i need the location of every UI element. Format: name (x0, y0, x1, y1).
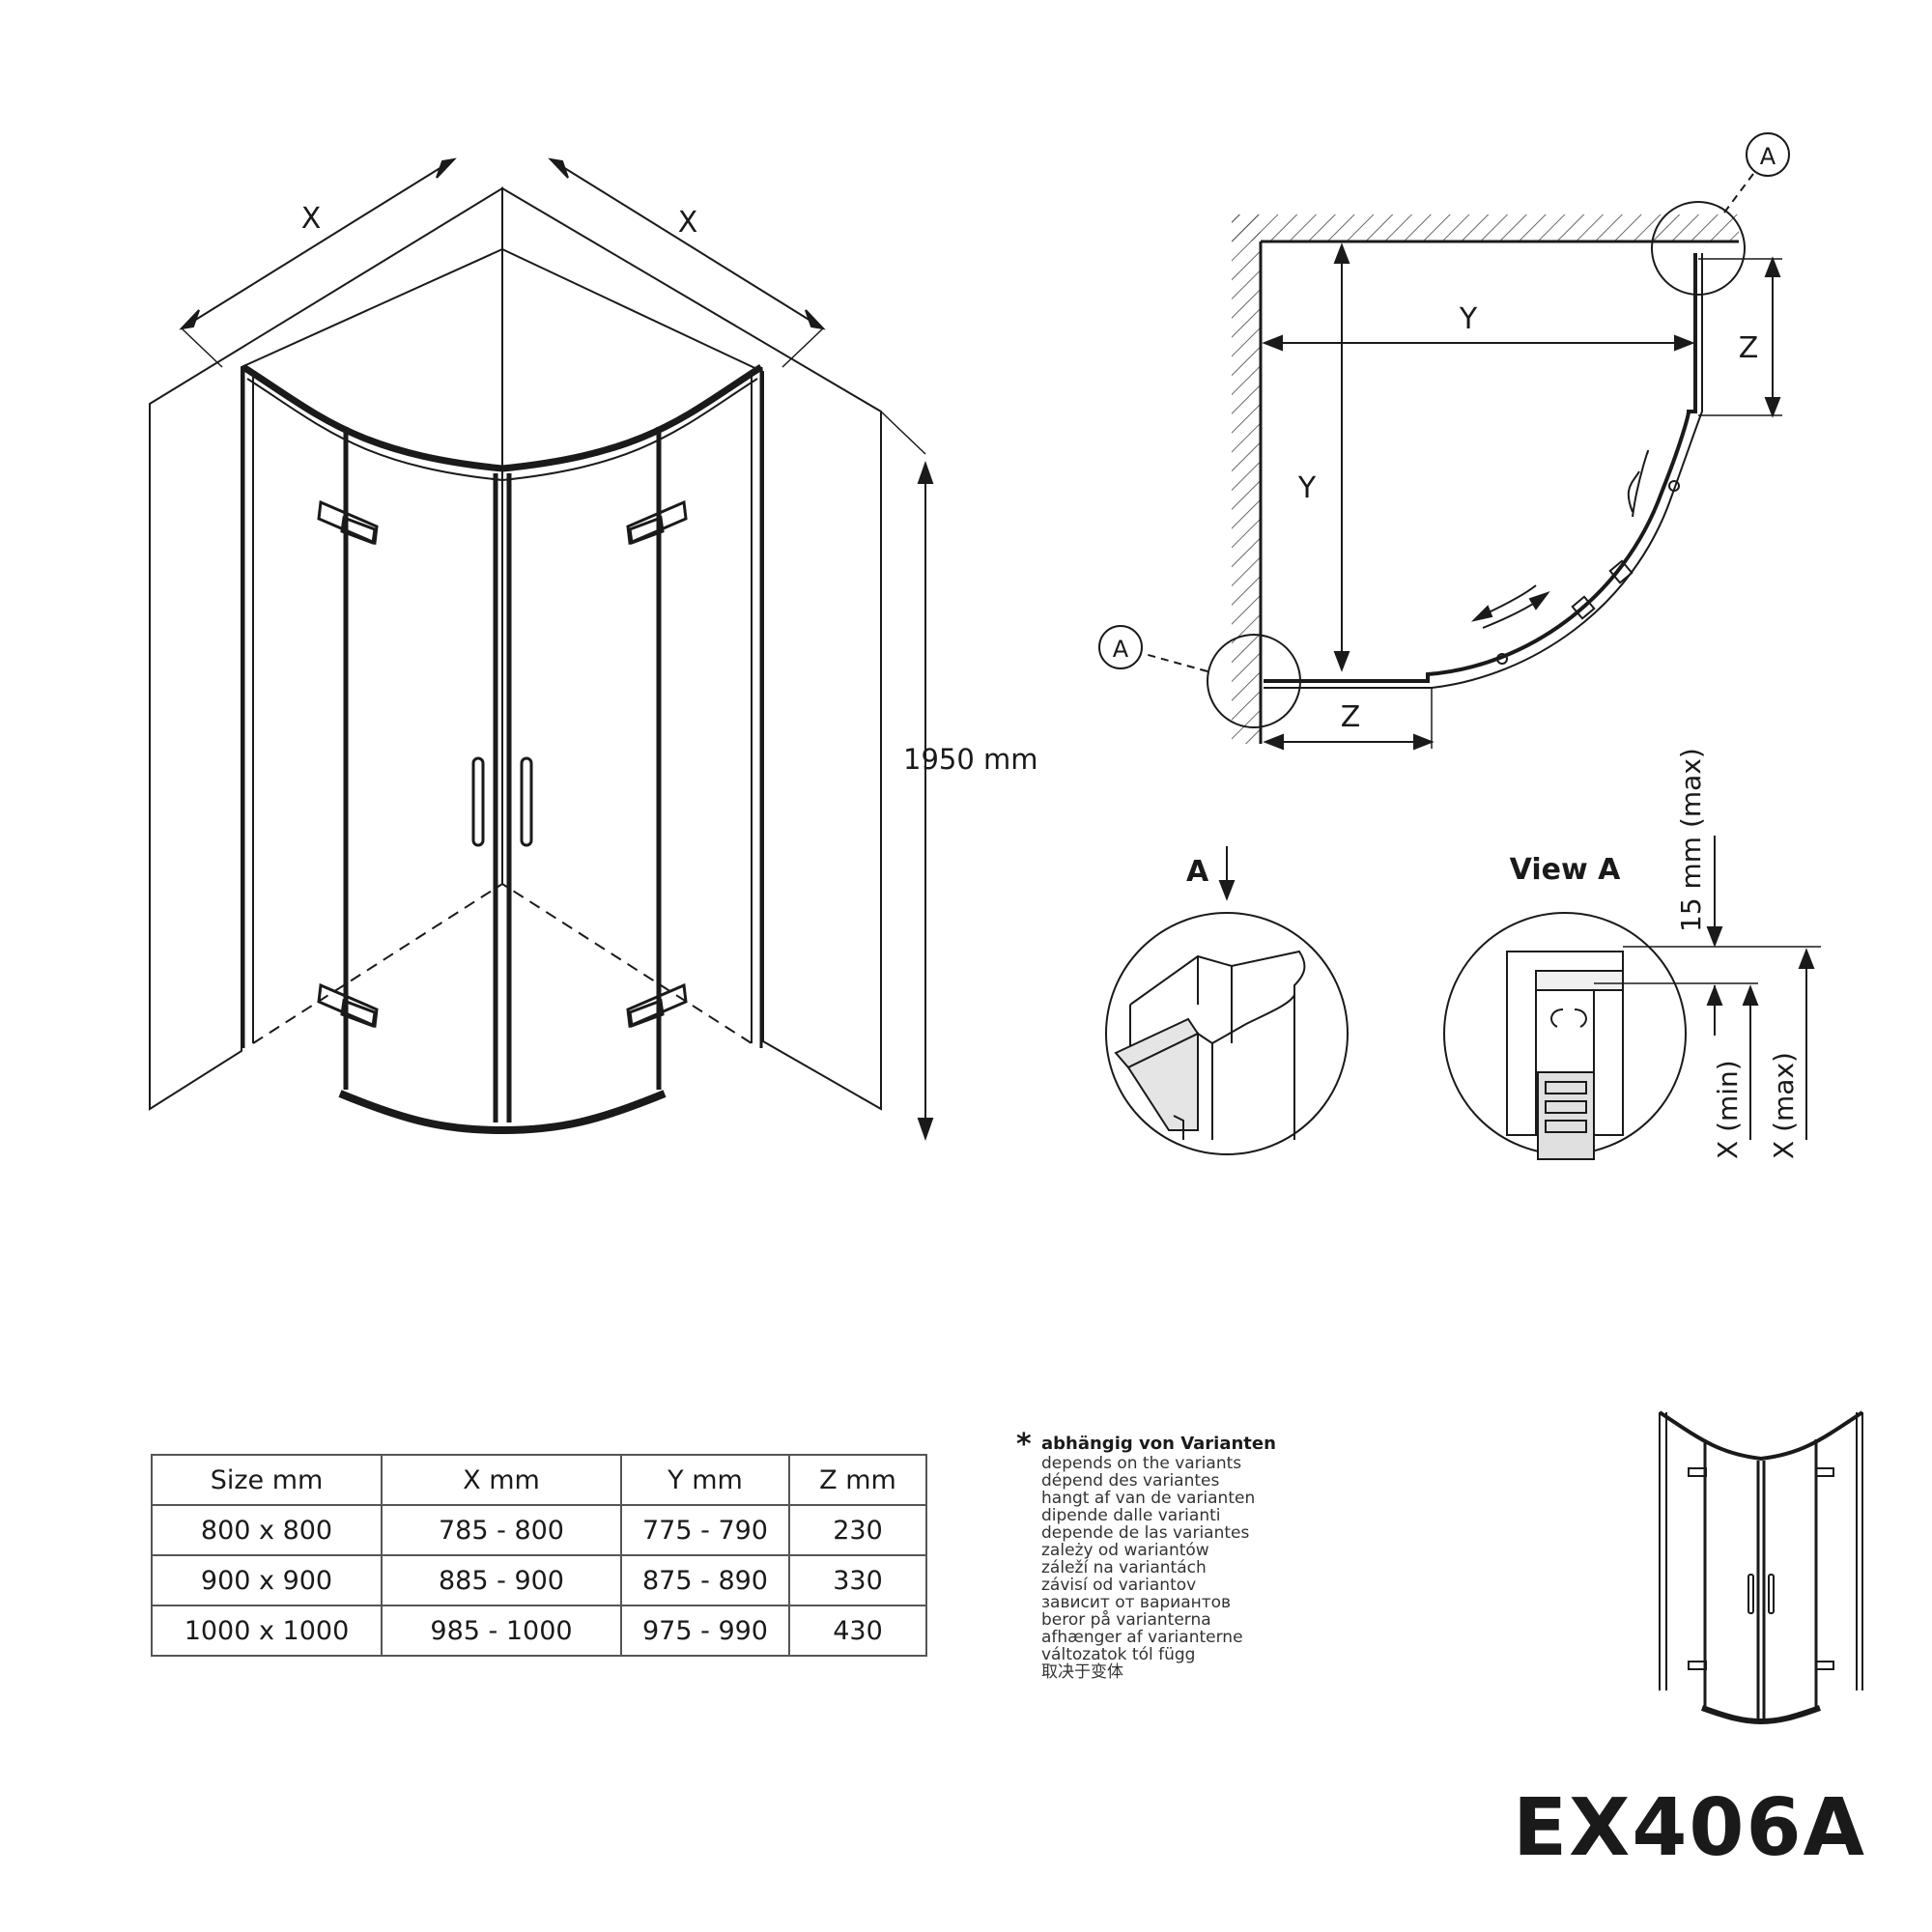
table-cell: 985 - 1000 (381, 1605, 622, 1657)
table-cell: 430 (788, 1605, 927, 1657)
note-line: závisí od variantov (1041, 1576, 1197, 1595)
thumbnail-view (1658, 1410, 1864, 1725)
table-cell: 900 x 900 (151, 1554, 383, 1606)
note-line: 取决于变体 (1041, 1662, 1123, 1682)
table-cell: 875 - 890 (620, 1554, 790, 1606)
table-cell: 230 (788, 1504, 927, 1556)
height-label: 1950 mm (903, 743, 1038, 776)
note-line: beror på varianterna (1041, 1610, 1211, 1630)
dim-15mm-max: 15 mm (max) (1675, 748, 1707, 932)
right-wall (501, 186, 882, 1111)
table-cell: 975 - 990 (620, 1605, 790, 1657)
table-header: Size mm (151, 1454, 383, 1506)
table-cell: 1000 x 1000 (151, 1605, 383, 1657)
table-row: 900 x 900 885 - 900 875 - 890 330 (151, 1554, 927, 1606)
marker-a-left: A (1113, 636, 1129, 663)
table-row: 800 x 800 785 - 800 775 - 790 230 (151, 1504, 927, 1556)
table-cell: 330 (788, 1554, 927, 1606)
note-line: depende de las variantes (1041, 1523, 1250, 1543)
isometric-view (149, 157, 934, 1142)
note-line: dipende dalle varianti (1041, 1506, 1221, 1525)
note-line: afhænger af varianterne (1041, 1628, 1243, 1647)
y-label-left: Y (1297, 471, 1317, 505)
view-a-detail (1443, 836, 1821, 1160)
table-header: X mm (381, 1454, 622, 1506)
z-label-bottom: Z (1341, 700, 1361, 734)
note-translations: depends on the variants dépend des varia… (1041, 1455, 1255, 1681)
note-line: zależy od wariantów (1041, 1541, 1209, 1560)
note-line: dépend des variantes (1041, 1471, 1220, 1491)
table-header: Y mm (620, 1454, 790, 1506)
model-number: EX406A (1513, 1782, 1866, 1874)
view-a-label: View A (1510, 853, 1621, 887)
y-label-top: Y (1459, 302, 1478, 336)
left-wall (149, 186, 503, 1111)
top-track (242, 364, 763, 472)
bottom-track (338, 1090, 667, 1135)
x-label-left: X (301, 202, 322, 236)
marker-a-top: A (1760, 143, 1776, 170)
dim-x-min: X (min) (1712, 1060, 1744, 1159)
asterisk-icon: * (1016, 1428, 1032, 1462)
plan-view (1098, 132, 1790, 751)
table-header-row: Size mm X mm Y mm Z mm (151, 1454, 927, 1506)
section-a-detail (1105, 846, 1349, 1155)
table-row: 1000 x 1000 985 - 1000 975 - 990 430 (151, 1605, 927, 1657)
table-cell: 775 - 790 (620, 1504, 790, 1556)
note-line: változatok tól függ (1041, 1645, 1196, 1664)
size-table: Size mm X mm Y mm Z mm 800 x 800 785 - 8… (151, 1454, 927, 1657)
dim-x-max: X (max) (1768, 1052, 1800, 1159)
z-label-right: Z (1739, 331, 1759, 365)
plan-glass (1264, 253, 1697, 683)
table-cell: 885 - 900 (381, 1554, 622, 1606)
note-line: hangt af van de varianten (1041, 1489, 1256, 1508)
note-line: záleží na variantách (1041, 1558, 1207, 1577)
table-cell: 785 - 800 (381, 1504, 622, 1556)
hinge-icons (317, 499, 688, 1029)
note-line: depends on the variants (1041, 1454, 1242, 1473)
note-heading: abhängig von Varianten (1041, 1434, 1276, 1454)
table-header: Z mm (788, 1454, 927, 1506)
note-line: зависит от вариантов (1041, 1593, 1232, 1612)
table-cell: 800 x 800 (151, 1504, 383, 1556)
x-label-right: X (678, 206, 698, 240)
section-a-label: A (1186, 855, 1209, 889)
